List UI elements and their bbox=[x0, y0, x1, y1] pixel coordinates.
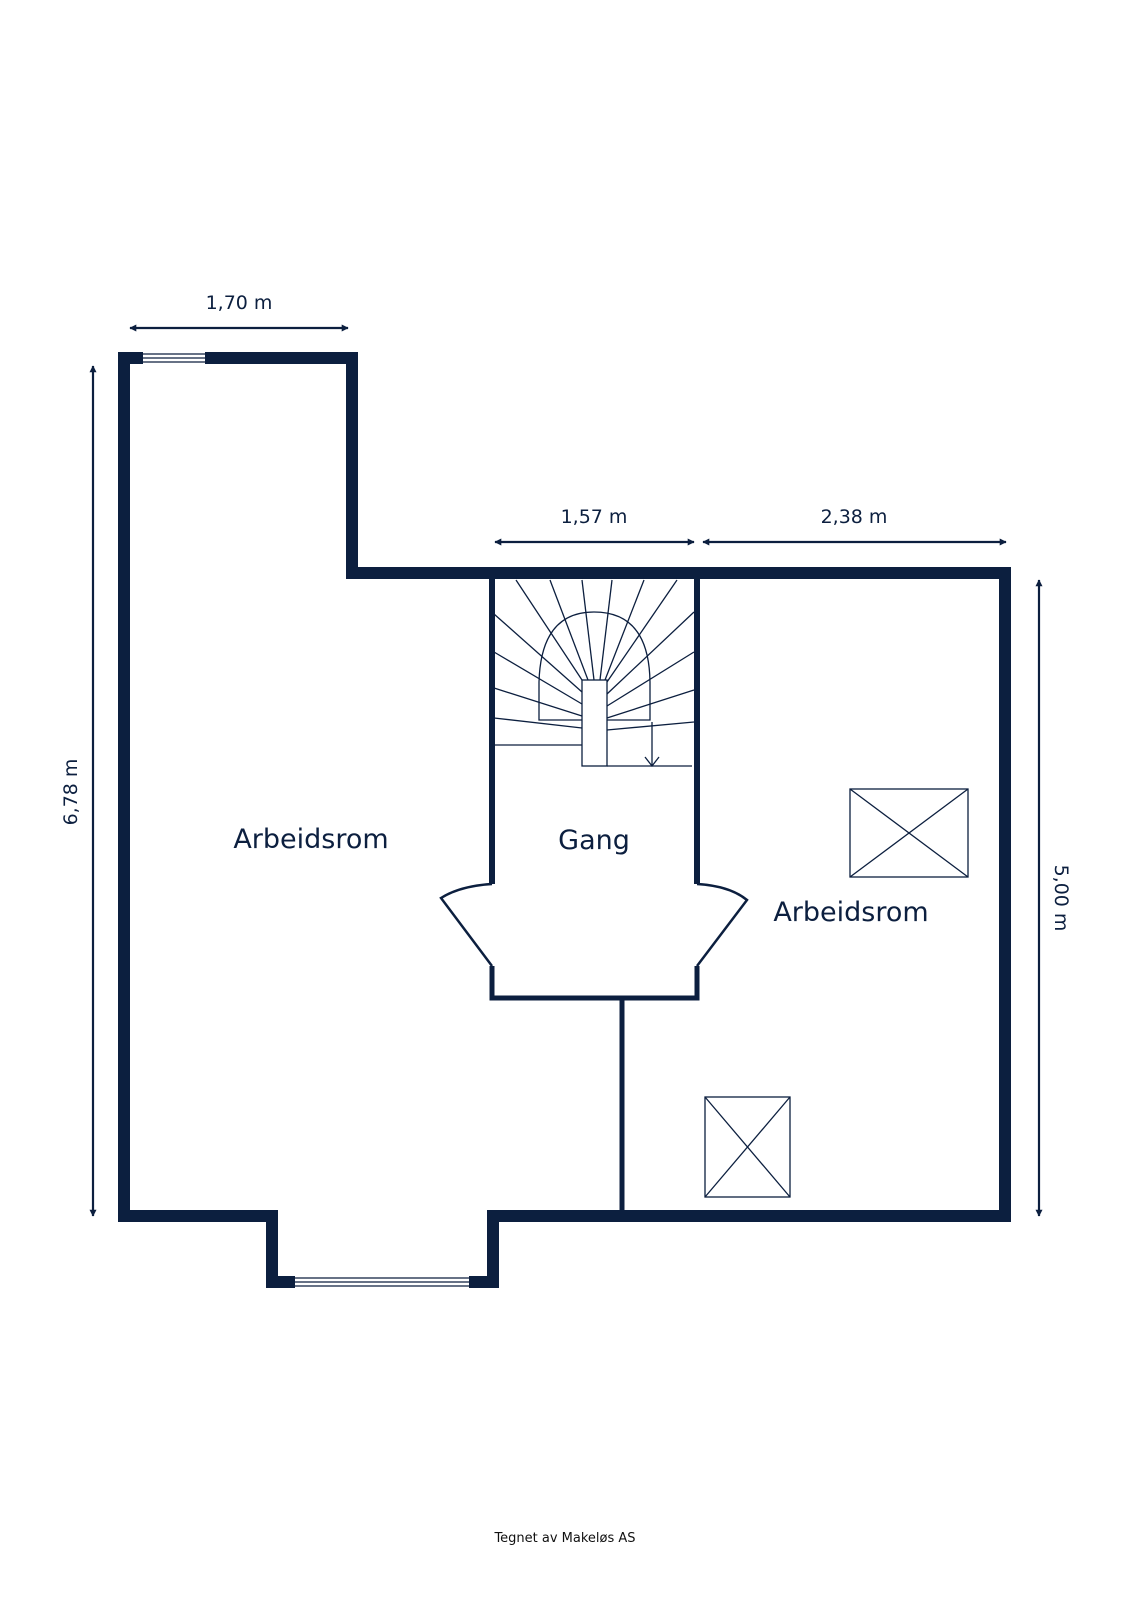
hall-wall-bottom bbox=[489, 966, 700, 1001]
credit: Tegnet av Makeløs AS bbox=[493, 1531, 635, 1546]
outer-wall bbox=[118, 352, 1011, 1288]
dimension-right-width: 2,38 m bbox=[821, 506, 888, 528]
window-bottom bbox=[295, 1276, 469, 1288]
dimension-top-left: 1,70 m bbox=[206, 292, 273, 314]
skylight-lower bbox=[704, 1096, 791, 1198]
room-label-right: Arbeidsrom bbox=[773, 897, 928, 928]
hall-door-right bbox=[696, 882, 749, 967]
dimension-hall: 1,57 m bbox=[561, 506, 628, 528]
skylight-upper bbox=[849, 788, 969, 878]
dimension-left-height: 6,78 m bbox=[60, 759, 82, 826]
room-label-left: Arbeidsrom bbox=[233, 824, 388, 855]
window-top-left bbox=[143, 352, 205, 364]
dimension-right-height: 5,00 m bbox=[1050, 865, 1072, 932]
room-label-hall: Gang bbox=[558, 825, 630, 856]
hall-door-left bbox=[439, 882, 493, 967]
staircase bbox=[493, 579, 695, 768]
